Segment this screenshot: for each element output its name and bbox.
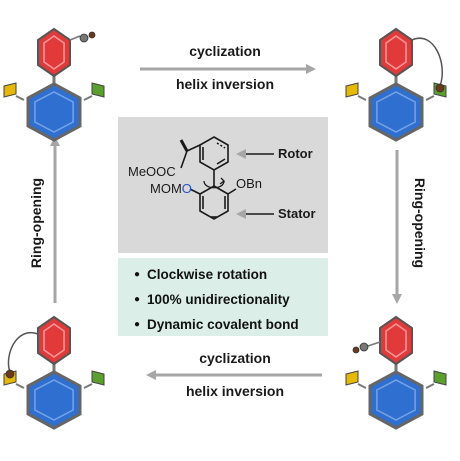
- left-bond: [357, 383, 367, 389]
- substituent-ball: [5, 369, 15, 379]
- right-bond: [83, 383, 93, 389]
- left-bond: [357, 95, 367, 101]
- green-tag: [433, 370, 447, 386]
- mom-text: MOM: [150, 181, 182, 196]
- right-bond: [425, 95, 435, 101]
- stator-ring-highlight: [34, 91, 74, 133]
- substituent-ball: [359, 342, 369, 352]
- rotor-ring-highlight: [385, 323, 407, 358]
- molecule-structure: [179, 136, 274, 220]
- tether-arc: [7, 331, 39, 373]
- arrow-top-label-2: helix inversion: [175, 76, 275, 92]
- tether-arc: [411, 37, 444, 87]
- substituent-ball: [352, 346, 360, 354]
- stator-ring-highlight: [376, 379, 416, 421]
- rotor-label: Rotor: [278, 146, 313, 161]
- arrow-bottom-label-2: helix inversion: [185, 383, 285, 399]
- left-bond: [15, 95, 25, 101]
- feature-item-dynamic-bond: Dynamic covalent bond: [134, 313, 328, 338]
- feature-item-clockwise: Clockwise rotation: [134, 263, 328, 288]
- green-tag: [91, 370, 105, 386]
- rotor-ring-highlight: [43, 323, 65, 358]
- right-ring-opening-label: Ring-opening: [412, 177, 428, 269]
- stator-label: Stator: [278, 206, 316, 221]
- mom-group-label: MOMO: [150, 181, 192, 196]
- right-bond: [425, 383, 435, 389]
- left-bond: [15, 383, 25, 389]
- stator-ring-highlight: [376, 91, 416, 133]
- green-tag: [91, 82, 105, 98]
- rotor-bond: [69, 35, 81, 41]
- rotor-ring-highlight: [43, 35, 65, 70]
- motor-schematic-bottom-right: [345, 315, 447, 430]
- mom-oxygen: O: [182, 181, 192, 196]
- motor-schematic-bottom-left: [3, 315, 105, 430]
- arrow-top-label-1: cyclization: [189, 43, 261, 59]
- rotor-bond: [367, 341, 381, 347]
- obn-label: OBn: [236, 176, 262, 191]
- yellow-tag: [345, 82, 359, 98]
- stator-ring-highlight: [34, 379, 74, 421]
- motor-schematic-top-left: [3, 27, 105, 142]
- rotor-ring-highlight: [385, 35, 407, 70]
- right-bond: [83, 95, 93, 101]
- arrow-bottom-label-1: cyclization: [199, 350, 271, 366]
- feature-item-unidirectionality: 100% unidirectionality: [134, 288, 328, 313]
- yellow-tag: [345, 370, 359, 386]
- left-ring-opening-label: Ring-opening: [28, 177, 44, 269]
- features-panel: Clockwise rotation 100% unidirectionalit…: [118, 258, 328, 336]
- substituent-ball: [88, 31, 96, 39]
- substituent-ball: [435, 83, 445, 93]
- motor-schematic-top-right: [345, 27, 447, 142]
- yellow-tag: [3, 82, 17, 98]
- ester-label: MeOOC: [128, 164, 176, 179]
- substituent-ball: [79, 33, 89, 43]
